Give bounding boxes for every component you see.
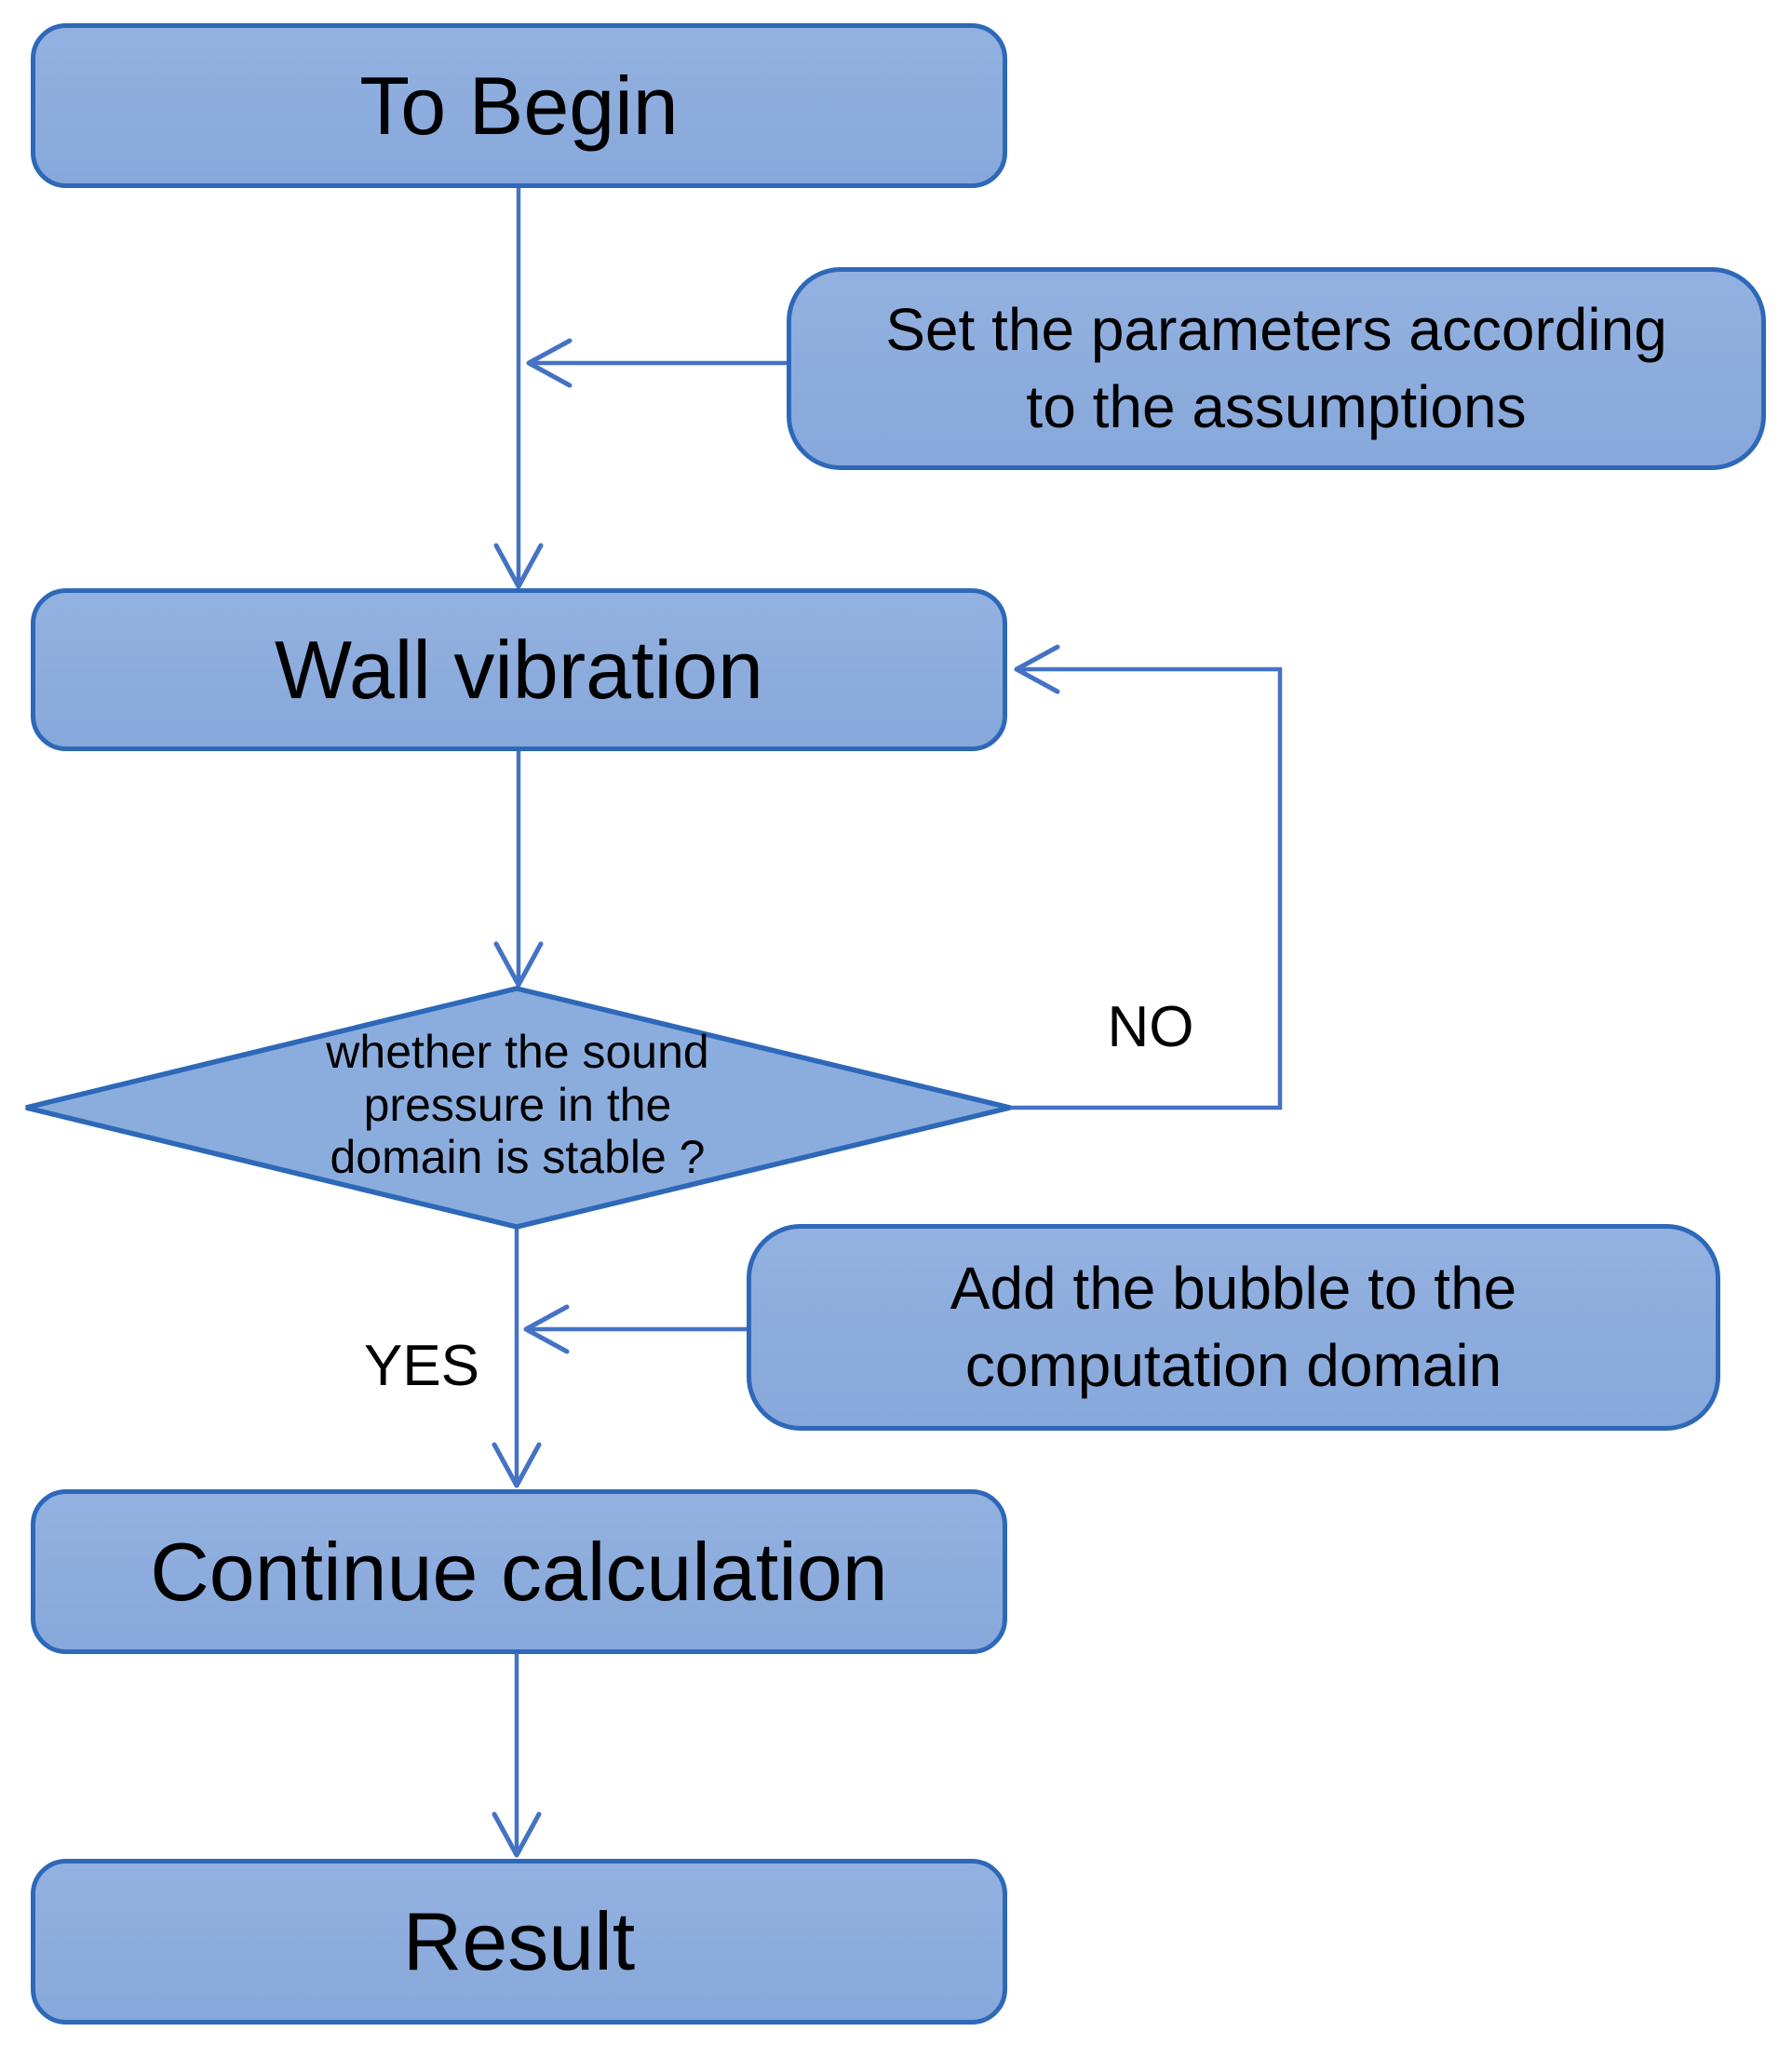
node-wall-vibration: Wall vibration	[31, 588, 1007, 751]
arrowhead-no-loop	[1014, 644, 1060, 694]
edge-no-loop-line	[1010, 666, 1283, 1110]
arrowhead-set-parameters	[526, 338, 573, 388]
decision-diamond-shape	[25, 986, 1011, 1230]
node-continue-calculation: Continue calculation	[31, 1489, 1007, 1654]
arrowhead-into-result	[492, 1811, 542, 1858]
main-flow-lines	[514, 188, 521, 1855]
arrowhead-into-continue-calculation	[492, 1442, 542, 1488]
arrowhead-add-bubble	[523, 1304, 570, 1354]
edge-label-yes: YES	[363, 1334, 480, 1398]
node-decision-label: whether the sound pressure in the domain…	[326, 1026, 709, 1183]
node-to-begin: To Begin	[31, 23, 1007, 188]
arrowhead-into-decision	[493, 941, 544, 988]
node-add-bubble: Add the bubble to the computation domain	[747, 1224, 1720, 1431]
node-set-parameters: Set the parameters according to the assu…	[787, 267, 1766, 470]
arrowhead-into-wall-vibration	[493, 543, 544, 589]
node-result: Result	[31, 1859, 1007, 2025]
edge-label-no: NO	[1107, 995, 1194, 1059]
